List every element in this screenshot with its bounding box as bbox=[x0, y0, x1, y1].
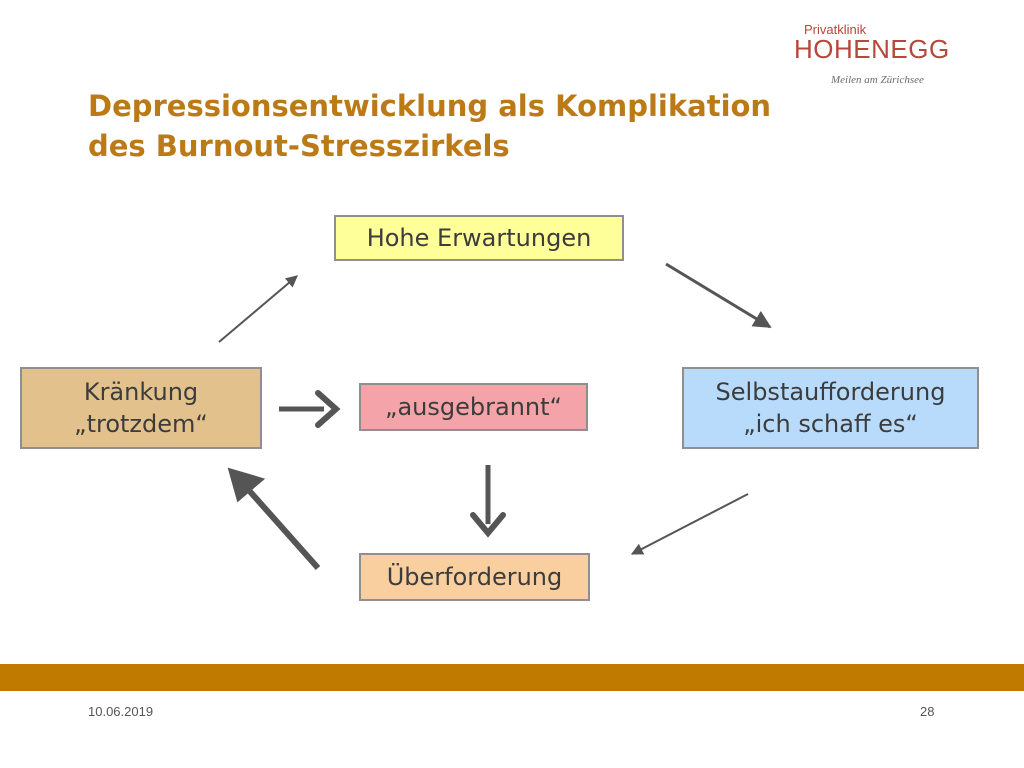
arrow-bottom-to-left bbox=[227, 467, 321, 570]
page-number: 28 bbox=[920, 704, 935, 719]
logo-name: HOHENEGG bbox=[794, 34, 950, 64]
node-label-line-2: „ich schaff es“ bbox=[743, 410, 918, 438]
arrow-center-to-bottom bbox=[470, 465, 506, 538]
logo: Privatklinik HOHENEGG Meilen am Zürichse… bbox=[780, 22, 960, 92]
node-kraenkung: Kränkung „trotzdem“ bbox=[20, 367, 262, 449]
slide-title-line-2: des Burnout-Stresszirkels bbox=[88, 129, 510, 163]
slide-title-line-1: Depressionsentwicklung als Komplikation bbox=[88, 89, 772, 123]
node-label: „ausgebrannt“ bbox=[385, 393, 562, 421]
arrow-left-to-center bbox=[279, 390, 341, 428]
slide-title: Depressionsentwicklung als Komplikation … bbox=[88, 86, 928, 166]
node-label-line-1: Kränkung bbox=[83, 378, 199, 406]
node-label-line-2: „trotzdem“ bbox=[74, 410, 208, 438]
logo-small-text: Privatklinik bbox=[804, 22, 867, 37]
logo-tagline: Meilen am Zürichsee bbox=[831, 74, 924, 86]
node-hohe-erwartungen: Hohe Erwartungen bbox=[334, 215, 624, 261]
footer-bar bbox=[0, 664, 1024, 691]
node-label: Hohe Erwartungen bbox=[366, 224, 592, 252]
node-label-line-1: Selbstaufforderung bbox=[715, 378, 946, 406]
arrow-top-to-right bbox=[665, 262, 772, 329]
node-ueberforderung: Überforderung bbox=[359, 553, 590, 601]
arrow-left-to-top bbox=[218, 275, 298, 343]
node-ausgebrannt: „ausgebrannt“ bbox=[359, 383, 588, 431]
arrow-right-to-bottom bbox=[630, 493, 749, 555]
node-label: Überforderung bbox=[386, 563, 563, 591]
node-selbstaufforderung: Selbstaufforderung „ich schaff es“ bbox=[682, 367, 979, 449]
footer-date: 10.06.2019 bbox=[88, 704, 154, 719]
